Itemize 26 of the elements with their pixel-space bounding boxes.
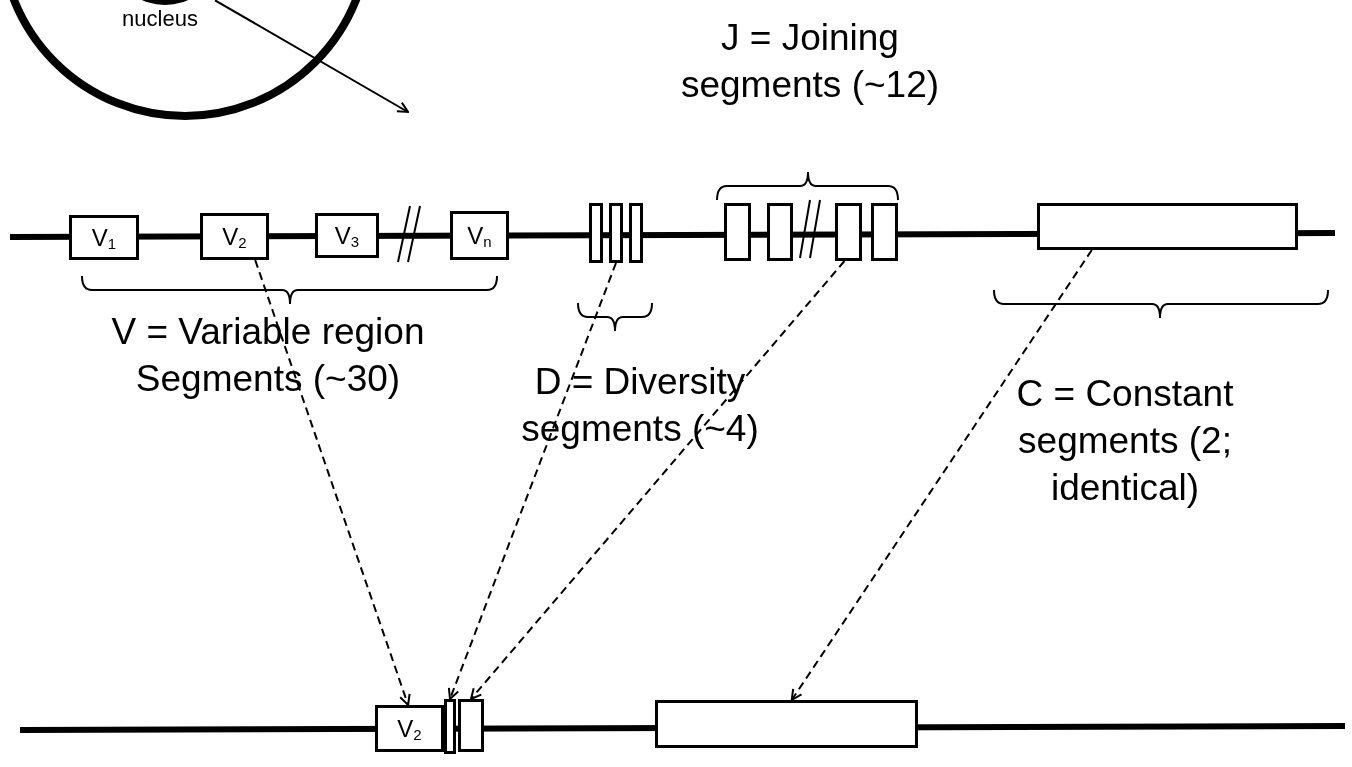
gene-segment-box	[767, 203, 793, 261]
gene-segment-box	[458, 699, 484, 752]
gene-segment-box	[871, 203, 898, 261]
segment-label: C = Constant segments (2; identical)	[1015, 372, 1235, 510]
gene-segment-box: V$_{3}$	[315, 213, 379, 258]
gene-segment-box: V$_{2}$	[200, 213, 269, 260]
arrow	[214, 0, 409, 113]
gene-segment-box	[444, 699, 456, 754]
gene-segment-box	[589, 203, 603, 263]
gene-segment-box	[1037, 203, 1298, 250]
segment-label: D = Diversity segments (~4)	[520, 360, 760, 451]
gene-segment-box	[655, 700, 918, 748]
gene-segment-box: V$_{n}$	[450, 211, 509, 260]
gene-segment-box: V$_{2}$	[375, 705, 444, 752]
segment-label: J = Joining segments (~12)	[679, 16, 941, 107]
gene-segment-box	[629, 203, 643, 263]
dashed-arrow	[470, 260, 846, 700]
dashed-arrow	[447, 262, 617, 700]
nucleus: nucleus	[105, 0, 215, 38]
gene-segment-box	[609, 203, 623, 263]
segment-label: V = Variable region Segments (~30)	[110, 310, 426, 401]
dashed-arrow	[790, 249, 1093, 701]
gene-segment-box	[724, 203, 751, 261]
dashed-arrow	[254, 259, 411, 706]
gene-segment-box: V$_{1}$	[69, 215, 139, 260]
gene-segment-box	[835, 203, 862, 261]
